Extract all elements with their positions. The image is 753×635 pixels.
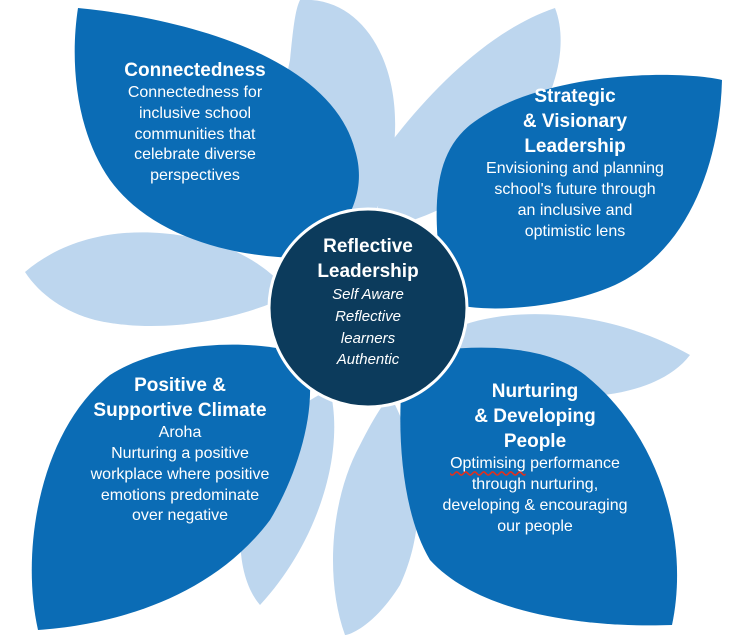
center-trait: Reflective [335,307,401,325]
light-petal-top-right [375,8,561,230]
petal-connectedness [74,8,359,258]
nurturing-description: Optimising performance through nurturing… [410,454,660,537]
dark-petals [31,8,722,630]
center-trait: learners [340,329,396,347]
center-block: Reflective Leadership Self Aware Reflect… [268,234,468,371]
nurturing-title: Nurturing & Developing People [474,381,596,453]
center-traits: Self Aware Reflective learners Authentic [268,284,468,371]
nurturing-block: Nurturing & Developing People Optimising… [410,379,660,537]
petal-positive [31,344,311,630]
light-petal-bottom-left [240,390,335,605]
strategic-title: Strategic & Visionary Leadership [522,86,628,158]
petal-strategic [436,74,722,309]
positive-title: Positive & Supportive Climate [93,375,267,422]
connectedness-title: Connectedness [124,60,266,81]
nurturing-description-rest: performance through nurturing, developin… [442,455,628,535]
strategic-description: Envisioning and planning school's future… [486,160,664,240]
center-trait: Self Aware [332,286,404,304]
strategic-block: Strategic & Visionary Leadership Envisio… [455,84,695,242]
positive-description: Aroha Nurturing a positive workplace whe… [90,424,270,525]
positive-block: Positive & Supportive Climate Aroha Nurt… [55,373,305,527]
center-title: Reflective Leadership [317,236,419,283]
center-circle [267,207,469,409]
connectedness-block: Connectedness Connectedness for inclusiv… [80,58,310,187]
petal-nurturing [400,347,678,626]
light-petal-bottom [333,395,419,635]
center-trait: Authentic [336,351,400,369]
connectedness-description: Connectedness for inclusive school commu… [127,84,263,185]
light-petal-left [25,232,290,326]
nurturing-description-first-word: Optimising [450,455,526,473]
